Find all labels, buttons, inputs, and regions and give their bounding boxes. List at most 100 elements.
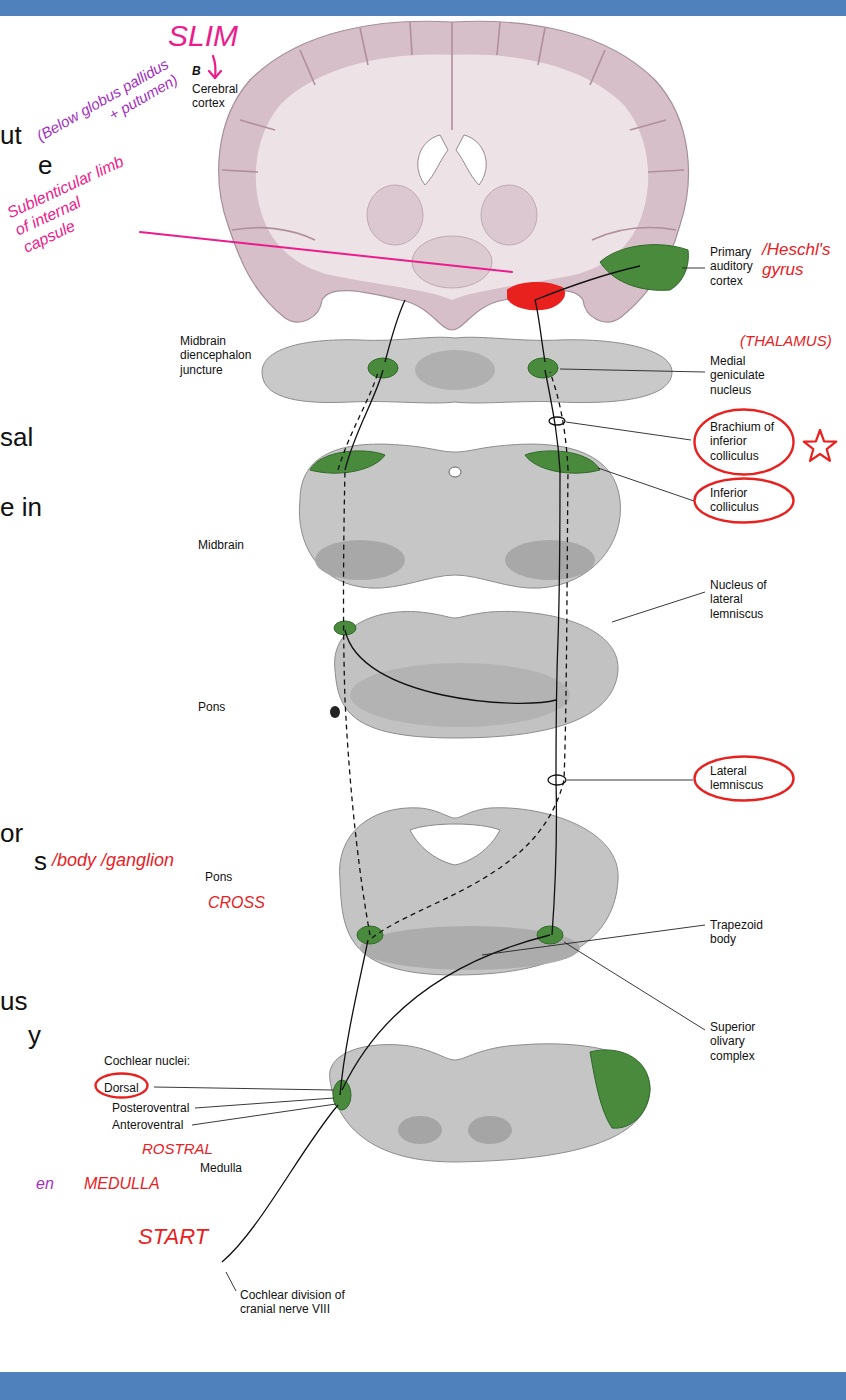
leader-line xyxy=(598,468,694,501)
label-holder: s xyxy=(34,846,47,877)
node-text-holder: Lateral lemniscus xyxy=(710,764,778,793)
slide-text-fragment: e in xyxy=(0,492,42,523)
pathway-fibre xyxy=(340,940,368,1095)
label-holder: ROSTRAL xyxy=(142,1140,213,1158)
fibre-bundle-marker xyxy=(548,775,566,785)
structure-label: Superior olivary complex xyxy=(710,1020,778,1063)
label-holder: Midbrain diencephalon juncture xyxy=(180,334,260,377)
sulcus xyxy=(538,28,545,65)
auditory-pathway xyxy=(222,266,640,1262)
node-text-holder: Brachium of inferior colliculus xyxy=(710,420,778,463)
pathway-fibre xyxy=(545,370,560,470)
leader-line xyxy=(567,780,693,781)
pathway-fibre-dashed xyxy=(344,470,371,935)
label-holder: Cerebral cortex xyxy=(192,82,252,111)
medial-geniculate-nucleus xyxy=(528,358,558,378)
leader-line xyxy=(564,942,705,1030)
slide-text-fragment: s xyxy=(34,846,47,877)
handwritten-note: ROSTRAL xyxy=(142,1140,213,1158)
basal-ganglia xyxy=(481,185,537,245)
sulcus xyxy=(630,120,666,130)
inferior-olive xyxy=(398,1116,442,1144)
inferior-olive xyxy=(468,1116,512,1144)
slide-text-fragment: us xyxy=(0,986,27,1017)
lateral-ventricle xyxy=(418,135,448,185)
circled-label: Lateral lemniscus xyxy=(693,755,795,802)
handwritten-circle xyxy=(695,410,794,475)
section-label: Pons xyxy=(198,700,225,714)
structure-label: Brachium of inferior colliculus xyxy=(710,420,778,463)
cerebral-peduncle xyxy=(315,540,405,580)
label-holder: /Heschl's gyrus xyxy=(762,240,837,281)
pathway-fibre xyxy=(342,935,550,1090)
label-holder: Nucleus of lateral lemniscus xyxy=(710,578,778,621)
sulcus xyxy=(222,170,258,172)
leader-line xyxy=(560,369,705,372)
handwritten-note: CROSS xyxy=(208,893,265,912)
handwritten-circle xyxy=(695,757,794,801)
label-holder: SLIM xyxy=(168,18,238,54)
handwritten-note: START xyxy=(138,1224,208,1250)
handwritten-note: /body /ganglion xyxy=(52,850,174,872)
leader-line xyxy=(154,1087,333,1090)
cochlear-nucleus xyxy=(590,1050,650,1128)
label-holder: Trapezoid body xyxy=(710,918,778,947)
label-holder: e xyxy=(38,150,52,181)
section-label: Midbrain xyxy=(198,538,244,552)
circled-label: Dorsal xyxy=(94,1072,149,1099)
label-holder: Anteroventral xyxy=(112,1118,183,1132)
structure-label: Anteroventral xyxy=(112,1118,183,1132)
structure-label: Posteroventral xyxy=(112,1101,189,1115)
cerebral-aqueduct xyxy=(449,467,461,477)
structure-label: Medial geniculate nucleus xyxy=(710,354,778,397)
handwritten-note: Sublenticular limb of internal capsule xyxy=(4,151,144,257)
cerebral-peduncle xyxy=(505,540,595,580)
pathway-fibre xyxy=(552,470,560,935)
primary-auditory-cortex-area xyxy=(600,245,688,291)
leader-line xyxy=(226,1272,236,1291)
pathway-fibre xyxy=(535,266,640,362)
circled-label: Brachium of inferior colliculus xyxy=(693,408,795,476)
label-holder: Medulla xyxy=(200,1161,242,1175)
pontine-nuclei xyxy=(350,663,570,727)
sulcus xyxy=(497,22,500,55)
cortex-outline xyxy=(219,21,689,330)
section-label: Medulla xyxy=(200,1161,242,1175)
handwritten-note: (THALAMUS) xyxy=(740,332,832,350)
circled-label: Inferior colliculus xyxy=(693,477,795,524)
handwritten-note: MEDULLA xyxy=(84,1174,160,1193)
sulci xyxy=(222,22,684,240)
label-holder: Pons xyxy=(205,870,232,884)
structure-label: Dorsal xyxy=(104,1081,139,1095)
slide-text-fragment: or xyxy=(0,818,23,849)
brainstem-slice xyxy=(330,1044,651,1162)
midbrain-section xyxy=(299,444,620,588)
pathway-fibre xyxy=(385,300,405,362)
section-label: Midbrain diencephalon juncture xyxy=(180,334,260,377)
nucleus-of-lateral-lemniscus xyxy=(334,621,356,635)
structure-label: Inferior colliculus xyxy=(710,486,778,515)
leader-line xyxy=(612,592,705,622)
label-holder: START xyxy=(138,1224,208,1250)
node-text-holder: Inferior colliculus xyxy=(710,486,778,515)
pathway-fibre xyxy=(345,370,383,470)
pathway-fibre-dashed xyxy=(372,470,568,938)
label-holder: Midbrain xyxy=(198,538,244,552)
label-holder: e in xyxy=(0,492,42,523)
leader-line xyxy=(682,268,705,269)
handwritten-marks xyxy=(140,56,836,461)
handwritten-star xyxy=(804,430,836,461)
handwritten-circle xyxy=(695,479,794,523)
cerebrum-section xyxy=(219,21,689,330)
label-holder: Cochlear division of cranial nerve VIII xyxy=(240,1288,360,1317)
lateral-ventricle xyxy=(456,135,486,185)
brainstem-slice xyxy=(299,444,620,588)
structure-label: Cochlear division of cranial nerve VIII xyxy=(240,1288,360,1317)
sulcus xyxy=(648,170,684,172)
sulcus xyxy=(590,50,605,85)
lateral-fissure xyxy=(232,228,315,240)
node-text-holder: Dorsal xyxy=(104,1081,139,1095)
label-holder: Superior olivary complex xyxy=(710,1020,778,1063)
label-holder: B xyxy=(192,64,201,78)
